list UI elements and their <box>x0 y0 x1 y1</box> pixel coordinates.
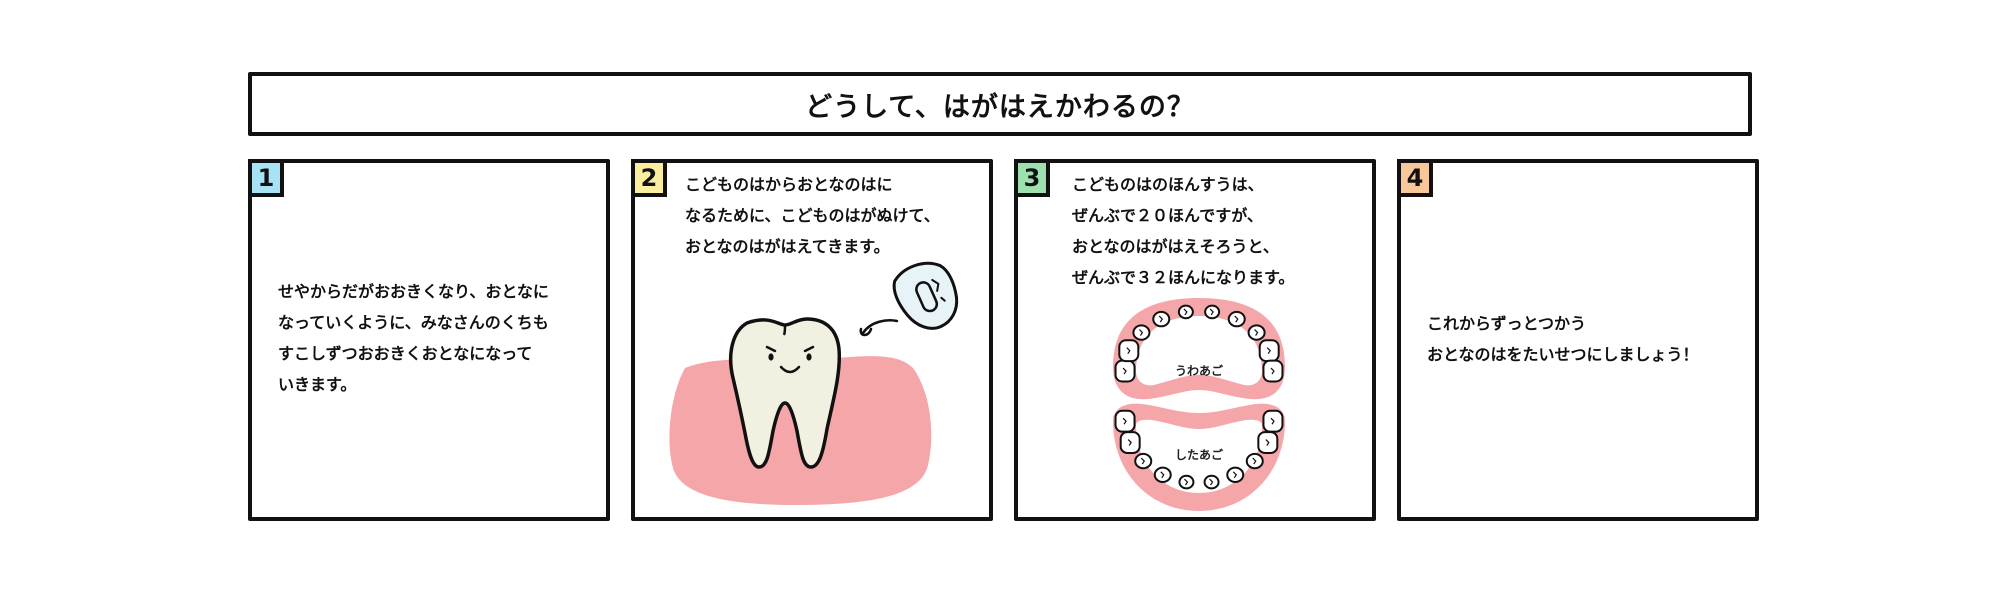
upper-tooth <box>1132 324 1151 341</box>
lower-tooth <box>1134 452 1153 470</box>
text-line: ぜんぶで３２ほんになります。 <box>1072 268 1295 287</box>
panel-2-text: こどものはからおとなのはに なるために、こどものはがぬけて、 おとなのはがはえて… <box>685 169 940 262</box>
upper-jaw-label: うわあご <box>1175 363 1224 378</box>
upper-tooth <box>1247 324 1266 341</box>
tooth-mark <box>1234 315 1239 323</box>
lower-tooth <box>1119 431 1141 454</box>
eye-icon <box>768 353 774 361</box>
panel-number-badge: 3 <box>1014 159 1050 197</box>
baby-tooth-icon <box>892 261 959 330</box>
text-line: こどものはのほんすうは、 <box>1072 175 1264 194</box>
text-line: これからずっとつかう <box>1427 314 1587 333</box>
lower-teeth-row <box>1114 409 1284 490</box>
panel-4-text: これからずっとつかう おとなのはをたいせつにしましょう！ <box>1427 308 1699 370</box>
upper-tooth <box>1227 310 1246 328</box>
lower-tooth <box>1245 452 1264 470</box>
tooth-mark <box>1140 457 1146 465</box>
text-line: おとなのはがはえてきます。 <box>685 237 890 256</box>
tooth-mark <box>1183 308 1188 316</box>
text-line: すこしずつおおきくおとなになって <box>278 344 533 363</box>
tooth-mark <box>1209 308 1214 316</box>
panel-3-text: こどものはのほんすうは、 ぜんぶで２０ほんですが、 おとなのはがはえそろうと、 … <box>1072 169 1294 293</box>
lower-tooth <box>1203 474 1220 490</box>
text-line: なるために、こどものはがぬけて、 <box>685 206 940 225</box>
tooth-mark <box>1209 478 1214 486</box>
tooth-mark <box>1127 439 1132 446</box>
upper-palate <box>1136 316 1262 386</box>
panel-1: 1 せやからだがおおきくなり、おとなに なっていくように、みなさんのくちも すこ… <box>248 159 610 521</box>
tooth-mark <box>1270 417 1275 425</box>
upper-tooth <box>1152 310 1171 328</box>
text-line: せやからだがおおきくなり、おとなに <box>278 282 549 301</box>
lower-tooth <box>1153 466 1172 483</box>
tooth-mark <box>1265 439 1270 446</box>
tooth-mark <box>1252 457 1257 465</box>
lower-tooth <box>1114 409 1136 433</box>
tooth-mark <box>1184 478 1189 486</box>
tooth-mark <box>1254 329 1259 336</box>
upper-tooth <box>1118 339 1140 363</box>
panel-number-badge: 4 <box>1397 159 1433 197</box>
text-line: ぜんぶで２０ほんですが、 <box>1072 206 1263 225</box>
text-line: いきます。 <box>278 375 357 394</box>
lower-jaw-label: したあご <box>1175 447 1224 462</box>
upper-tooth <box>1262 359 1284 383</box>
dental-arch-diagram: うわあご したあご <box>1113 298 1285 511</box>
eyebrow-icon <box>765 345 777 353</box>
eye-icon <box>806 353 812 361</box>
text-line: おとなのはがはえそろうと、 <box>1072 237 1279 256</box>
panel-1-text: せやからだがおおきくなり、おとなに なっていくように、みなさんのくちも すこしず… <box>278 276 549 400</box>
motion-swirl-icon <box>859 319 899 337</box>
panel-number-badge: 2 <box>631 159 667 197</box>
upper-tooth <box>1204 304 1221 320</box>
tooth-icon <box>728 317 842 469</box>
tooth-mark <box>1126 347 1131 354</box>
text-line: こどものはからおとなのはに <box>685 175 893 194</box>
lower-tooth <box>1226 466 1245 483</box>
panel-2: 2 こどものはからおとなのはに なるために、こどものはがぬけて、 おとなのはがは… <box>631 159 993 521</box>
panel-3: 3 こどものはのほんすうは、 ぜんぶで２０ほんですが、 おとなのはがはえそろうと… <box>1014 159 1376 521</box>
title-box: どうして、はがはえかわるの？ <box>248 72 1752 136</box>
upper-tooth <box>1258 339 1280 363</box>
text-line: おとなのはをたいせつにしましょう！ <box>1427 345 1699 364</box>
tooth-mark <box>1122 367 1127 375</box>
upper-tooth <box>1177 304 1194 320</box>
page-title: どうして、はがはえかわるの？ <box>805 91 1195 123</box>
tooth-mark <box>1232 471 1238 479</box>
baby-tooth-face <box>931 278 946 302</box>
tooth-mark <box>1266 347 1271 354</box>
upper-tooth <box>1114 359 1136 383</box>
text-line: なっていくように、みなさんのくちも <box>278 313 549 332</box>
tooth-mark <box>1160 471 1165 479</box>
lower-tooth <box>1262 409 1284 433</box>
tooth-mark <box>1122 417 1127 425</box>
eyebrow-icon <box>803 345 815 353</box>
tooth-illustration <box>669 261 959 505</box>
lower-tooth <box>1257 431 1279 454</box>
upper-teeth-row <box>1114 304 1284 383</box>
panel-4: 4 これからずっとつかう おとなのはをたいせつにしましょう！ <box>1397 159 1759 521</box>
tooth-crease <box>782 324 787 336</box>
tooth-mark <box>1270 367 1275 375</box>
tooth-mark <box>1158 315 1164 323</box>
panel-number-badge: 1 <box>248 159 284 197</box>
tooth-mark <box>1138 329 1144 336</box>
smile-icon <box>779 365 801 374</box>
lower-tooth <box>1178 474 1195 490</box>
baby-tooth-mark <box>915 281 939 313</box>
